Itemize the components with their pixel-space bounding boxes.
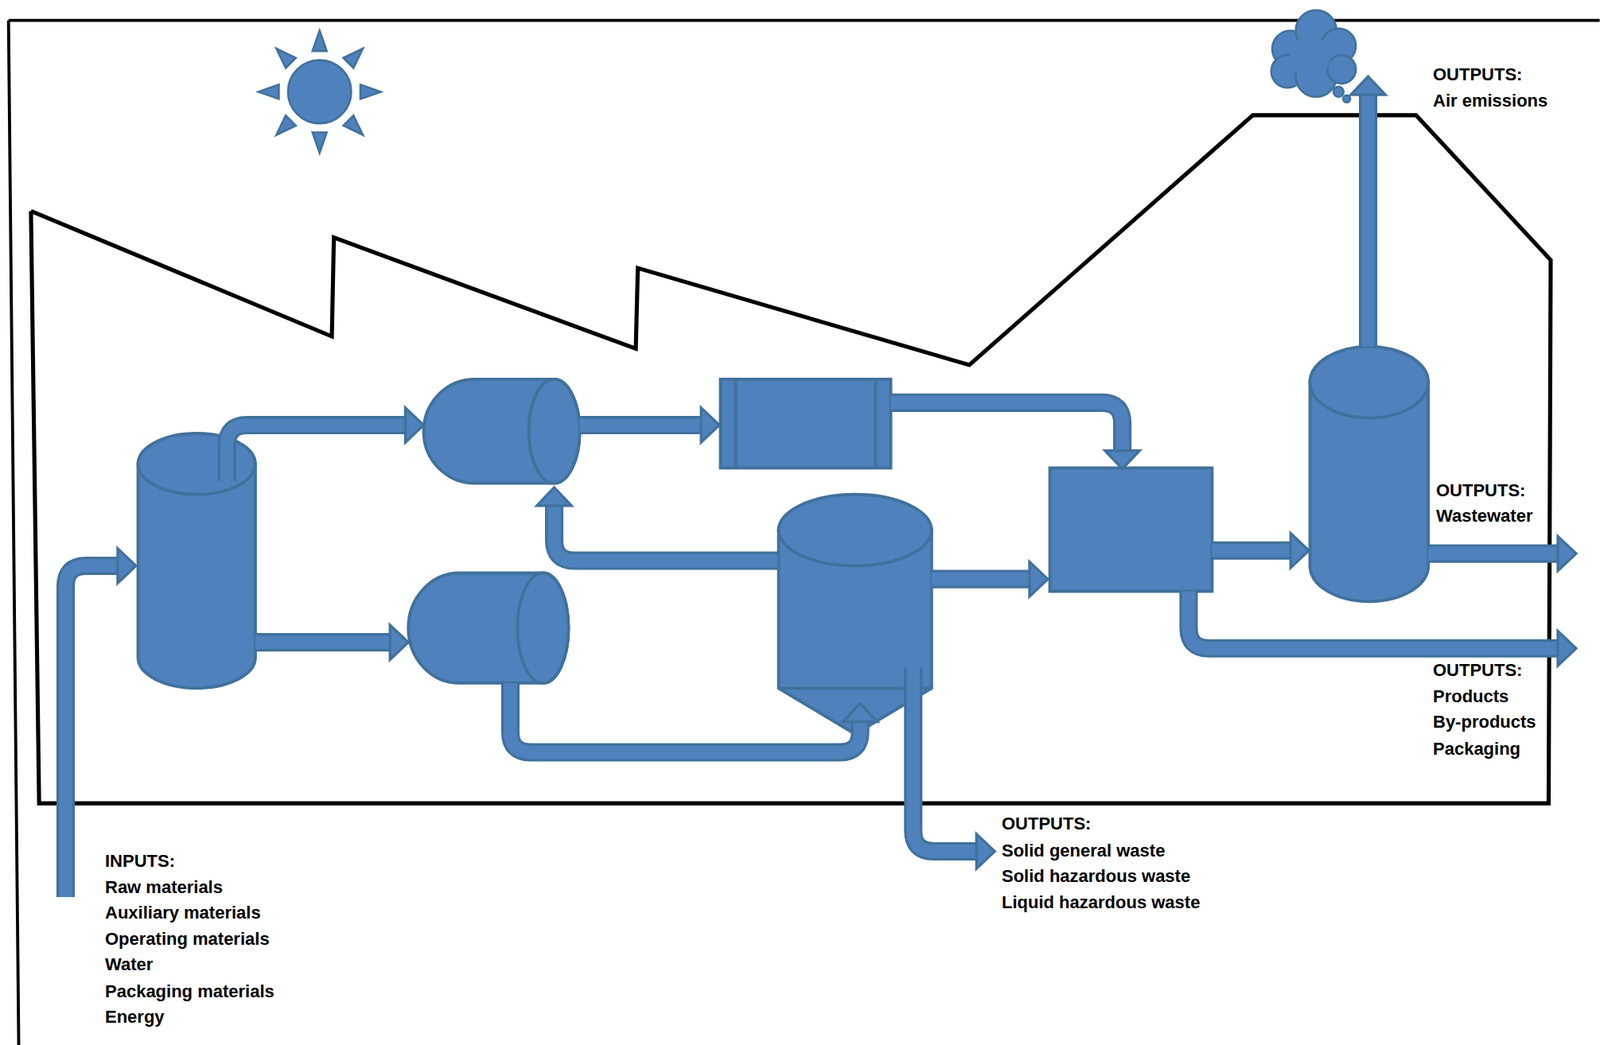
outputs-heading: OUTPUTS:: [1001, 813, 1091, 835]
emission-cloud: [1271, 10, 1356, 103]
pipe-fill: [65, 93, 1560, 898]
flow-arrowheads: [117, 76, 1577, 869]
frame: [8, 20, 1600, 1045]
outputs-heading: OUTPUTS:: [1432, 660, 1523, 682]
input-item: Packaging materials: [105, 981, 275, 1003]
factory-outline: [31, 115, 1551, 804]
output-item: Solid hazardous waste: [1001, 866, 1191, 888]
input-item: Auxiliary materials: [105, 903, 261, 924]
outputs-heading: OUTPUTS:: [1436, 480, 1526, 502]
output-item: Packaging: [1432, 739, 1521, 760]
process-vessels: [138, 346, 1429, 735]
output-item: Solid general waste: [1001, 840, 1165, 862]
output-item: By-products: [1432, 712, 1537, 733]
pipe-outline: [65, 93, 1560, 898]
output-item: Wastewater: [1436, 506, 1533, 527]
input-item: Operating materials: [105, 929, 270, 950]
inputs-heading: INPUTS:: [105, 851, 176, 873]
output-item: Air emissions: [1432, 90, 1548, 112]
input-item: Raw materials: [105, 877, 223, 899]
output-item: Liquid hazardous waste: [1001, 892, 1200, 914]
outputs-heading: OUTPUTS:: [1432, 64, 1523, 86]
output-item: Products: [1432, 686, 1509, 708]
sun-symbol: [258, 30, 382, 153]
input-item: Water: [105, 954, 153, 976]
input-item: Energy: [105, 1007, 165, 1028]
